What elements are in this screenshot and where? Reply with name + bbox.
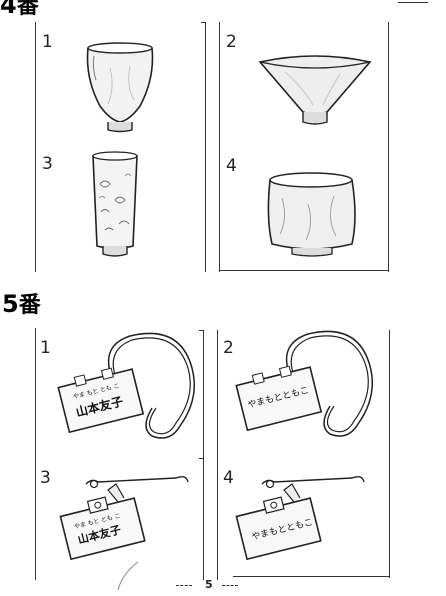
q4-option-3-label: 3 <box>42 154 53 174</box>
tall-cup-icon <box>92 151 138 257</box>
question-5-title: 5番 <box>2 290 41 318</box>
q4-middle-divider-b <box>219 22 220 272</box>
q4-option-1-label: 1 <box>42 32 53 52</box>
pin-name-tag-icon <box>59 475 189 591</box>
q5-option-3-label: 3 <box>40 468 51 488</box>
cup-icon <box>86 42 154 133</box>
q4-tick-a <box>201 22 205 23</box>
q5-tick-b <box>199 458 203 459</box>
flared-bowl-icon <box>258 55 372 125</box>
question-5-number: 5 <box>2 290 19 318</box>
pin-name-tag-icon <box>235 475 365 561</box>
q5-middle-divider-b <box>217 330 218 580</box>
question-5-suffix: 番 <box>18 293 41 318</box>
q5-option-2-label: 2 <box>223 338 234 358</box>
q4-option-4-label: 4 <box>226 156 237 176</box>
q4-bottom-border <box>219 270 389 271</box>
page-number: 5 <box>205 578 214 591</box>
q5-option-1-label: 1 <box>40 338 51 358</box>
q4-left-border <box>35 22 36 272</box>
q5-option-4-label: 4 <box>223 468 234 488</box>
q4-middle-divider-a <box>205 22 206 272</box>
q4-option-2-label: 2 <box>226 32 237 52</box>
q5-middle-divider-a <box>203 330 204 580</box>
footer-rule-right <box>222 585 238 586</box>
footer-rule-left <box>176 585 192 586</box>
q5-tick-a <box>199 330 203 331</box>
teacup-icon <box>267 172 356 257</box>
q4-right-border <box>388 22 389 272</box>
lanyard-name-tag-icon <box>57 332 195 439</box>
q5-left-border <box>35 328 36 580</box>
lanyard-name-tag-icon <box>235 330 373 437</box>
q5-right-border <box>389 330 390 578</box>
question-4-title: 4番 <box>0 0 39 18</box>
top-rule <box>398 2 428 3</box>
q5-bottom-border <box>233 576 389 577</box>
question-4-number: 4 <box>0 0 17 19</box>
question-4-suffix: 番 <box>16 0 39 19</box>
